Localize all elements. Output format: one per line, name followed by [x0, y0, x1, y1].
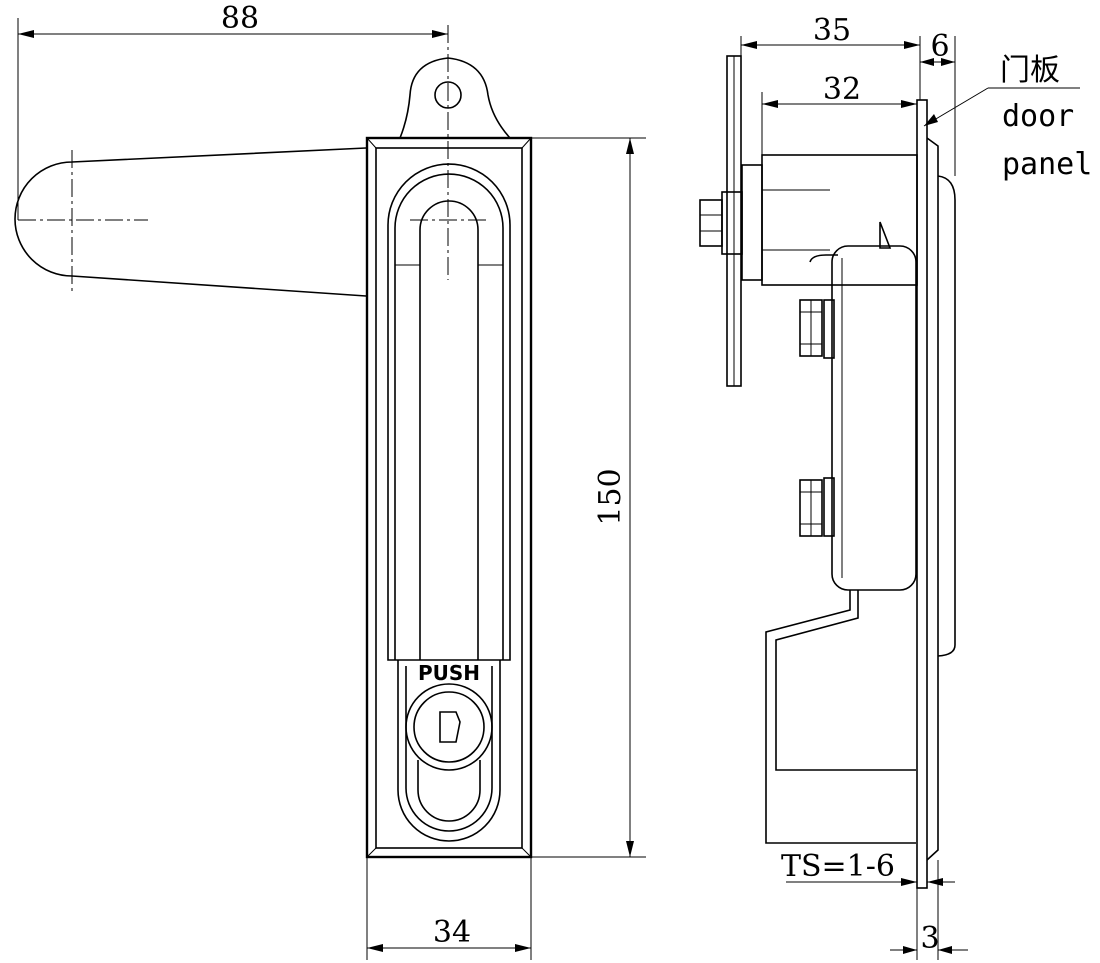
- handle-grip: [419, 200, 479, 660]
- door-panel-callout: 门板 door panel: [923, 53, 1092, 182]
- svg-text:34: 34: [433, 915, 471, 950]
- lock-recess: [397, 660, 501, 842]
- dimension-3: 3: [890, 860, 968, 960]
- latch-body: [831, 245, 917, 591]
- handle-pocket: [387, 163, 511, 661]
- dimension-35: 35: [740, 13, 921, 100]
- front-bezel: [926, 137, 939, 861]
- keyhole-icon: [439, 711, 461, 743]
- dimension-32: 32: [761, 72, 917, 155]
- push-label: PUSH: [418, 661, 480, 685]
- swing-handle-outline: [14, 147, 367, 297]
- svg-text:32: 32: [823, 72, 861, 107]
- key-cylinder: [405, 683, 493, 771]
- svg-text:TS=1-6: TS=1-6: [781, 849, 895, 884]
- door-panel: [916, 99, 928, 889]
- svg-text:门板: 门板: [1000, 53, 1060, 88]
- mounting-screw-upper: [799, 299, 823, 357]
- mounting-screw-lower: [799, 479, 823, 537]
- dimension-34: 34: [366, 857, 532, 960]
- svg-text:88: 88: [221, 1, 259, 36]
- svg-text:door: door: [1002, 99, 1074, 134]
- dimension-88: 88: [17, 1, 448, 220]
- svg-text:150: 150: [593, 468, 628, 525]
- front-view: PUSH 88 150: [14, 1, 646, 960]
- svg-text:3: 3: [920, 921, 939, 956]
- svg-text:panel: panel: [1002, 147, 1092, 182]
- spindle-housing: [761, 154, 918, 286]
- thickness-range-dimension: TS=1-6: [781, 849, 955, 886]
- lower-bracket: [765, 590, 916, 844]
- housing-outer: [365, 136, 533, 859]
- svg-text:6: 6: [930, 29, 949, 64]
- dimension-6: 6: [920, 29, 956, 176]
- svg-text:35: 35: [813, 13, 851, 48]
- dimension-150: 150: [531, 137, 646, 858]
- side-view: 门板 door panel 35 6 32: [699, 13, 1092, 960]
